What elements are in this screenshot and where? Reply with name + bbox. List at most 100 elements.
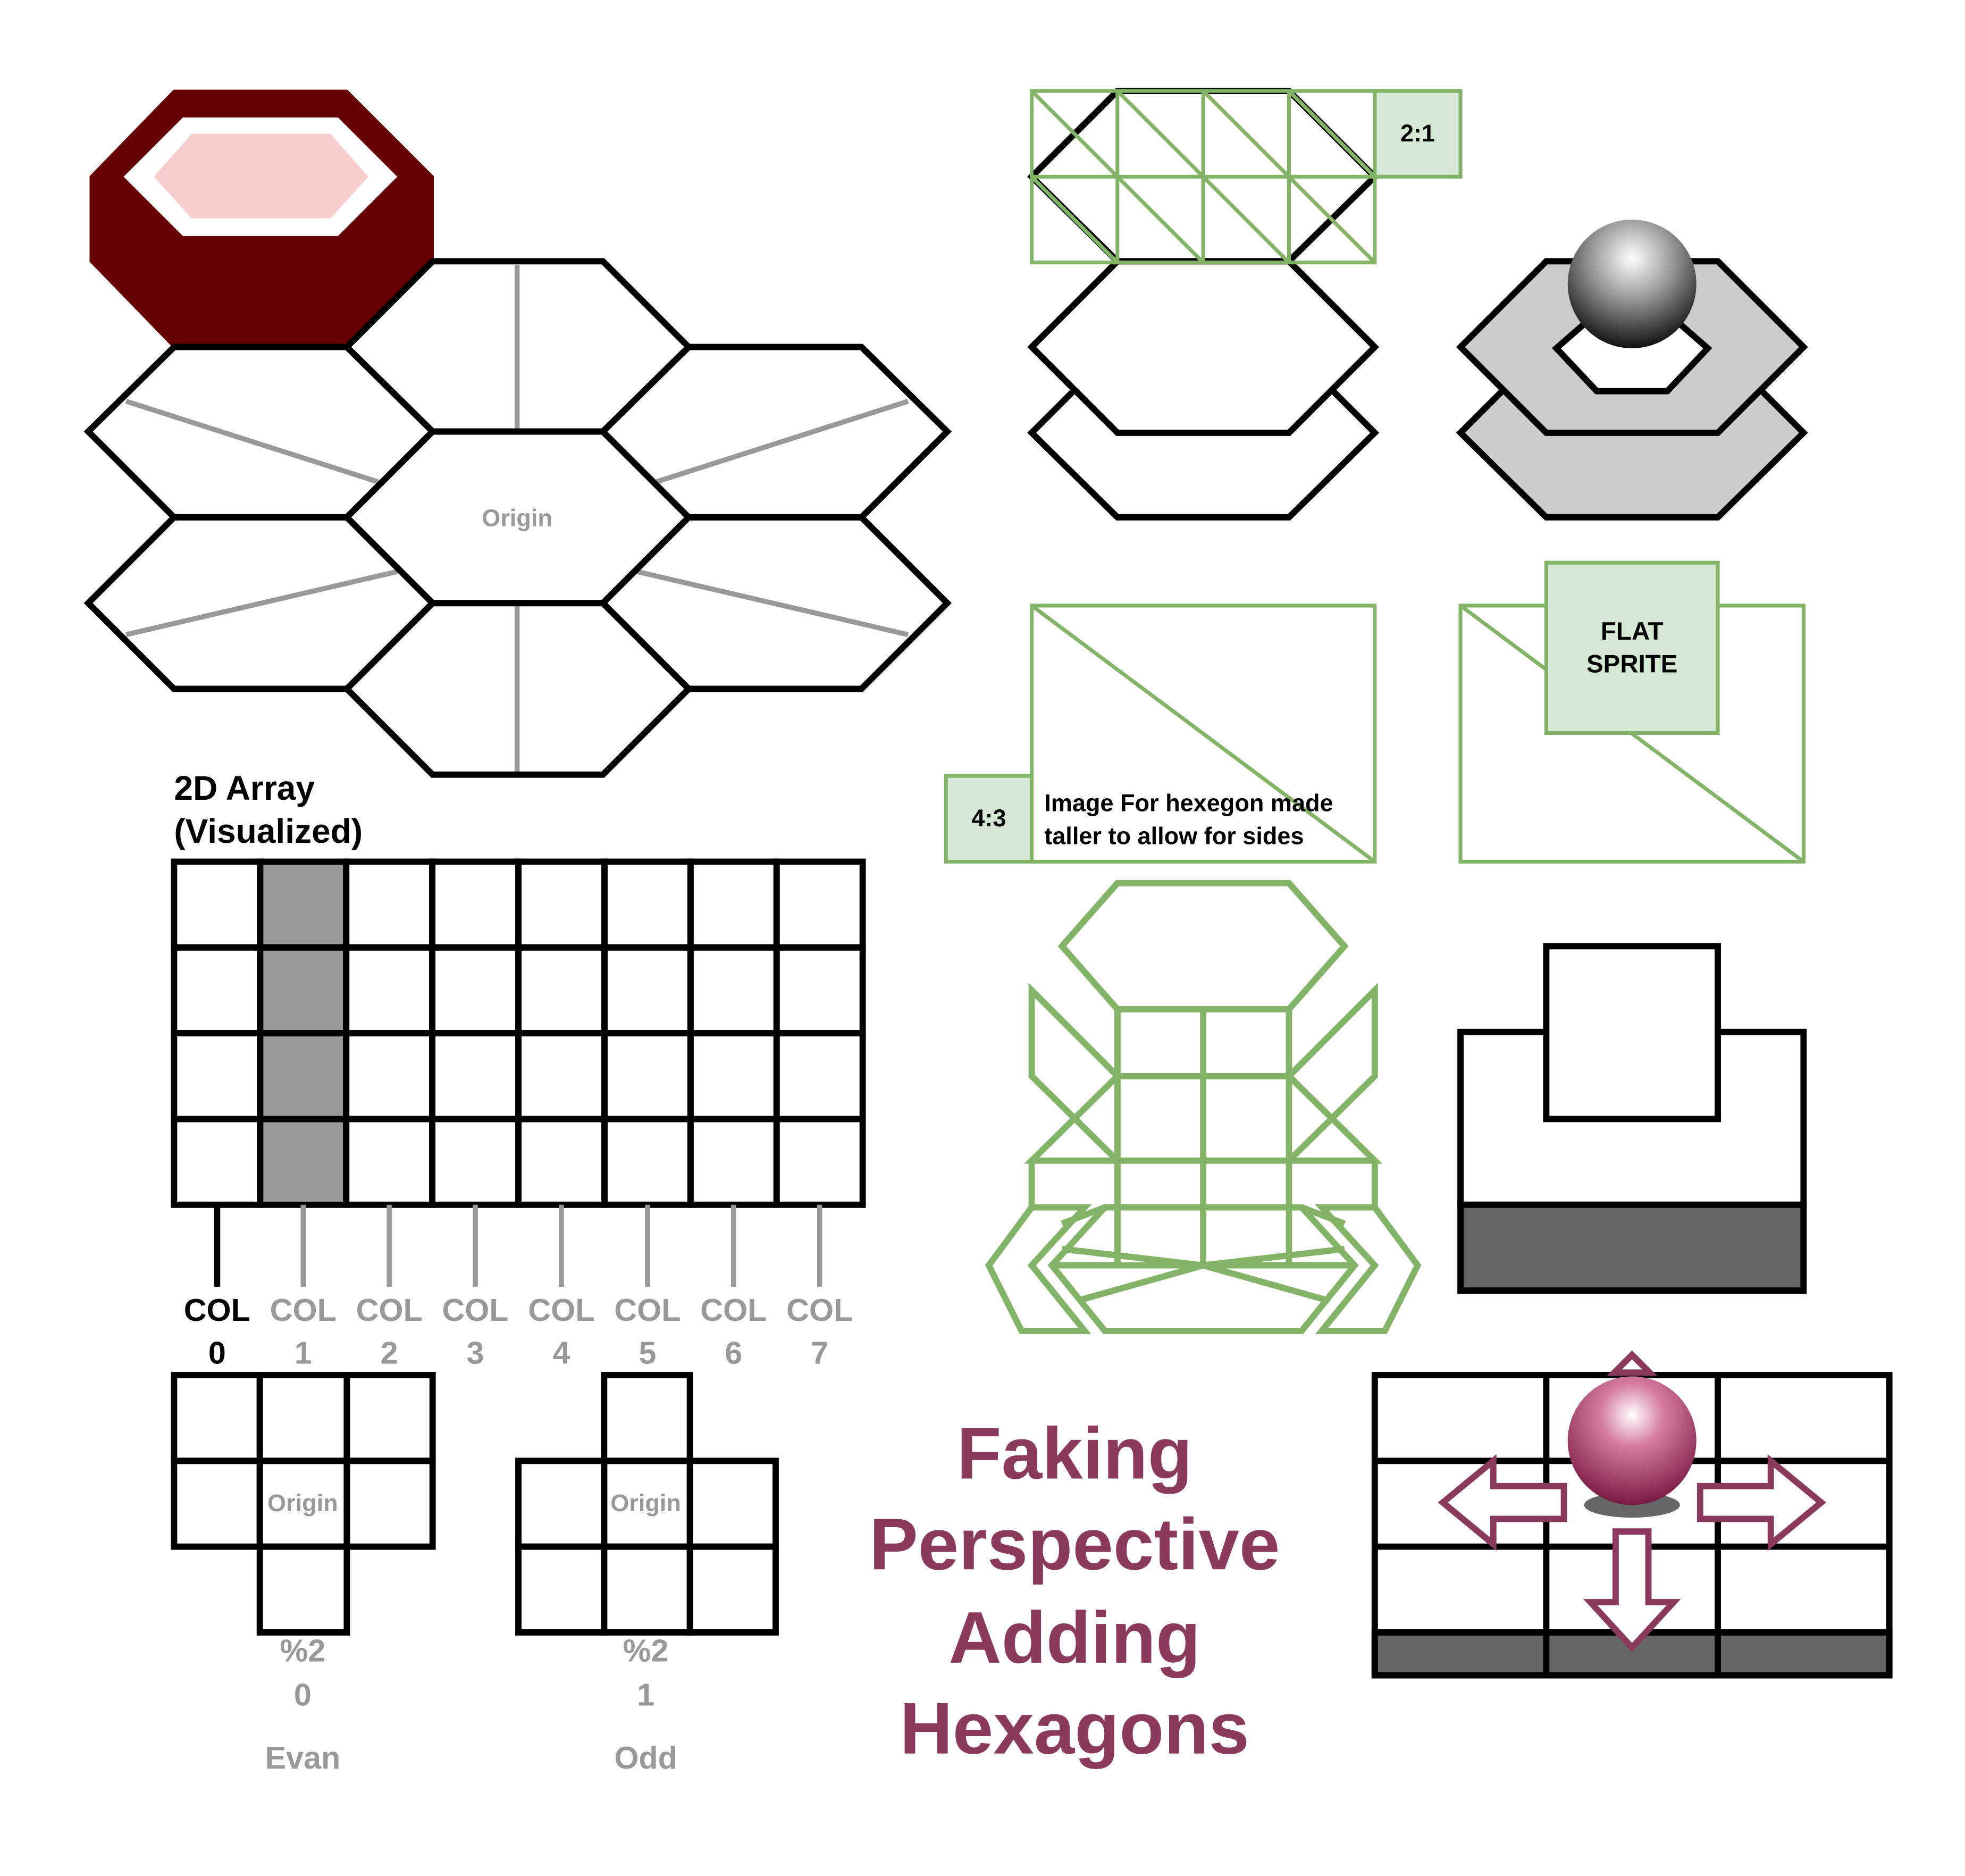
array-cell — [515, 1030, 608, 1123]
arrow-right-icon — [1697, 1454, 1826, 1551]
array-title-line1: 2D Array — [174, 769, 315, 807]
array-title-line2: (Visualized) — [174, 812, 363, 850]
flat-sprite-box: FLAT SPRITE — [1458, 560, 1806, 864]
column-label-word: COL — [184, 1292, 250, 1328]
title-line1: Faking — [956, 1413, 1192, 1495]
title-line4: Hexagons — [900, 1688, 1249, 1770]
even-origin-label: Origin — [267, 1489, 338, 1517]
array-cell — [171, 944, 264, 1037]
perspective-wireframe — [985, 880, 1422, 1334]
column-label-word: COL — [786, 1292, 853, 1328]
array-cell — [601, 1030, 694, 1123]
array-cell — [343, 1030, 436, 1123]
array-cell — [429, 1030, 522, 1123]
even-mod-value: 0 — [294, 1677, 312, 1713]
movement-grid — [1371, 1350, 1893, 1679]
box-sprite — [1457, 943, 1807, 1294]
hex-upper-right — [598, 344, 952, 521]
odd-origin-label: Origin — [610, 1489, 681, 1517]
array-cell — [515, 858, 608, 951]
column-label-word: COL — [614, 1292, 681, 1328]
even-mod-label: %2 — [280, 1632, 325, 1668]
title-line2: Perspective — [869, 1503, 1280, 1585]
flat-sprite-line2: SPRITE — [1586, 650, 1677, 679]
odd-mod-label: %2 — [623, 1632, 669, 1668]
array-cell — [171, 1116, 264, 1208]
flat-sprite-line1: FLAT — [1601, 617, 1664, 646]
gray-ball — [1567, 219, 1697, 348]
array-panel: 2D Array (Visualized) COL0COL1COL2COL3CO… — [171, 769, 866, 1371]
column-label-word: COL — [442, 1292, 508, 1328]
image-note-line2: taller to allow for sides — [1044, 822, 1304, 849]
column-label-word: COL — [528, 1292, 594, 1328]
column-leaders — [214, 1204, 822, 1287]
column-label-word: COL — [356, 1292, 423, 1328]
array-cell — [515, 1116, 608, 1208]
array-cell — [171, 858, 264, 951]
array-cell — [429, 858, 522, 951]
column-label-number: 2 — [381, 1335, 398, 1371]
column-label-number: 0 — [208, 1335, 226, 1371]
column-label-word: COL — [270, 1292, 337, 1328]
wire-top-hex — [1057, 880, 1349, 1012]
ratio-label-4-3: 4:3 — [971, 805, 1006, 832]
column-label-number: 1 — [295, 1335, 312, 1371]
column-label-word: COL — [700, 1292, 767, 1328]
array-cell — [429, 944, 522, 1037]
selected-hex-inner — [154, 133, 368, 219]
array-cell — [601, 858, 694, 951]
aspect-box-4-3: 4:3 Image For hexegon made taller to all… — [944, 604, 1377, 864]
array-cell — [601, 944, 694, 1037]
array-cell — [515, 944, 608, 1037]
array-cell — [773, 944, 866, 1037]
flat-sprite-tile — [1544, 560, 1720, 735]
array-cell — [343, 1116, 436, 1208]
arrow-up-icon — [1607, 1350, 1658, 1376]
wire-base-outer — [985, 1204, 1092, 1334]
image-note-line1: Image For hexegon made — [1044, 790, 1333, 817]
column-label-number: 5 — [639, 1335, 656, 1371]
odd-name: Odd — [614, 1740, 677, 1776]
column-label-number: 4 — [552, 1335, 570, 1371]
title-line3: Adding — [948, 1597, 1200, 1679]
column-labels: COL 0 COL 1 COL 2 COL 3 COL 4 COL 5 COL 6 COL 7 — [184, 1292, 853, 1371]
stacked-hex-upper — [1027, 258, 1380, 436]
page-title: Faking Perspective Adding Hexagons — [869, 1413, 1280, 1770]
array-cell — [687, 1116, 780, 1208]
ratio-grid — [1029, 89, 1377, 265]
column-label-number: 3 — [467, 1335, 484, 1371]
box-sprite-top — [1543, 943, 1721, 1123]
array-cell — [773, 1030, 866, 1123]
array-cell — [687, 1030, 780, 1123]
neighbor-lines — [125, 265, 909, 773]
array-cell — [171, 1030, 264, 1123]
even-parity-panel — [171, 1372, 436, 1636]
hex-cells — [83, 258, 952, 778]
array-cell — [687, 944, 780, 1037]
hex-origin-label: Origin — [482, 504, 552, 531]
gray-hex-stack — [1456, 219, 1808, 521]
array-cell — [343, 944, 436, 1037]
hex-bottom — [342, 600, 693, 778]
wire-base-outer-right — [1314, 1204, 1422, 1334]
box-sprite-base — [1457, 1201, 1807, 1294]
odd-parity-panel — [515, 1372, 779, 1636]
ratio-label-2-1: 2:1 — [1400, 120, 1435, 147]
ratio-badge-2-1 — [1373, 89, 1463, 179]
hex-map: Origin — [83, 89, 952, 778]
column-label-number: 6 — [725, 1335, 742, 1371]
column-label-number: 7 — [811, 1335, 828, 1371]
array-cell — [773, 1116, 866, 1208]
array-cell — [429, 1116, 522, 1208]
arrow-left-icon — [1438, 1454, 1567, 1551]
array-cell — [687, 858, 780, 951]
array-cell — [601, 1116, 694, 1208]
odd-mod-value: 1 — [637, 1677, 654, 1713]
ratio-badge-4-3 — [944, 774, 1034, 864]
array-cell — [343, 858, 436, 951]
arrow-down-icon — [1583, 1528, 1681, 1653]
hex-upper-left — [83, 344, 438, 521]
array-cell — [773, 858, 866, 951]
ratio-grid-hex: 2:1 — [1027, 88, 1463, 521]
